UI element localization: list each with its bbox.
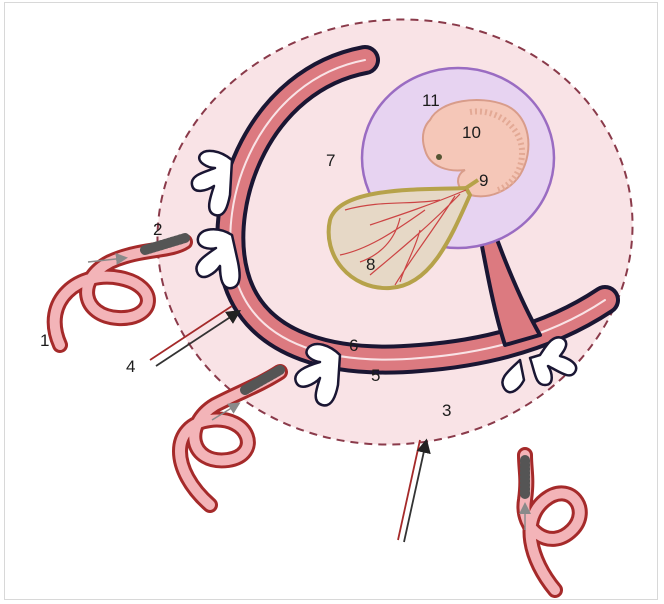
label-3: 3 [442,401,451,420]
label-6: 6 [349,336,358,355]
label-7: 7 [326,151,335,170]
flow-arrow-icon [398,440,426,542]
label-5: 5 [371,366,380,385]
label-9: 9 [479,171,488,190]
label-8: 8 [366,255,375,274]
label-2: 2 [153,220,162,239]
label-10: 10 [462,123,481,142]
label-1: 1 [40,331,49,350]
label-11: 11 [422,91,440,110]
label-4: 4 [126,357,135,376]
spiral-artery-right [524,455,579,590]
